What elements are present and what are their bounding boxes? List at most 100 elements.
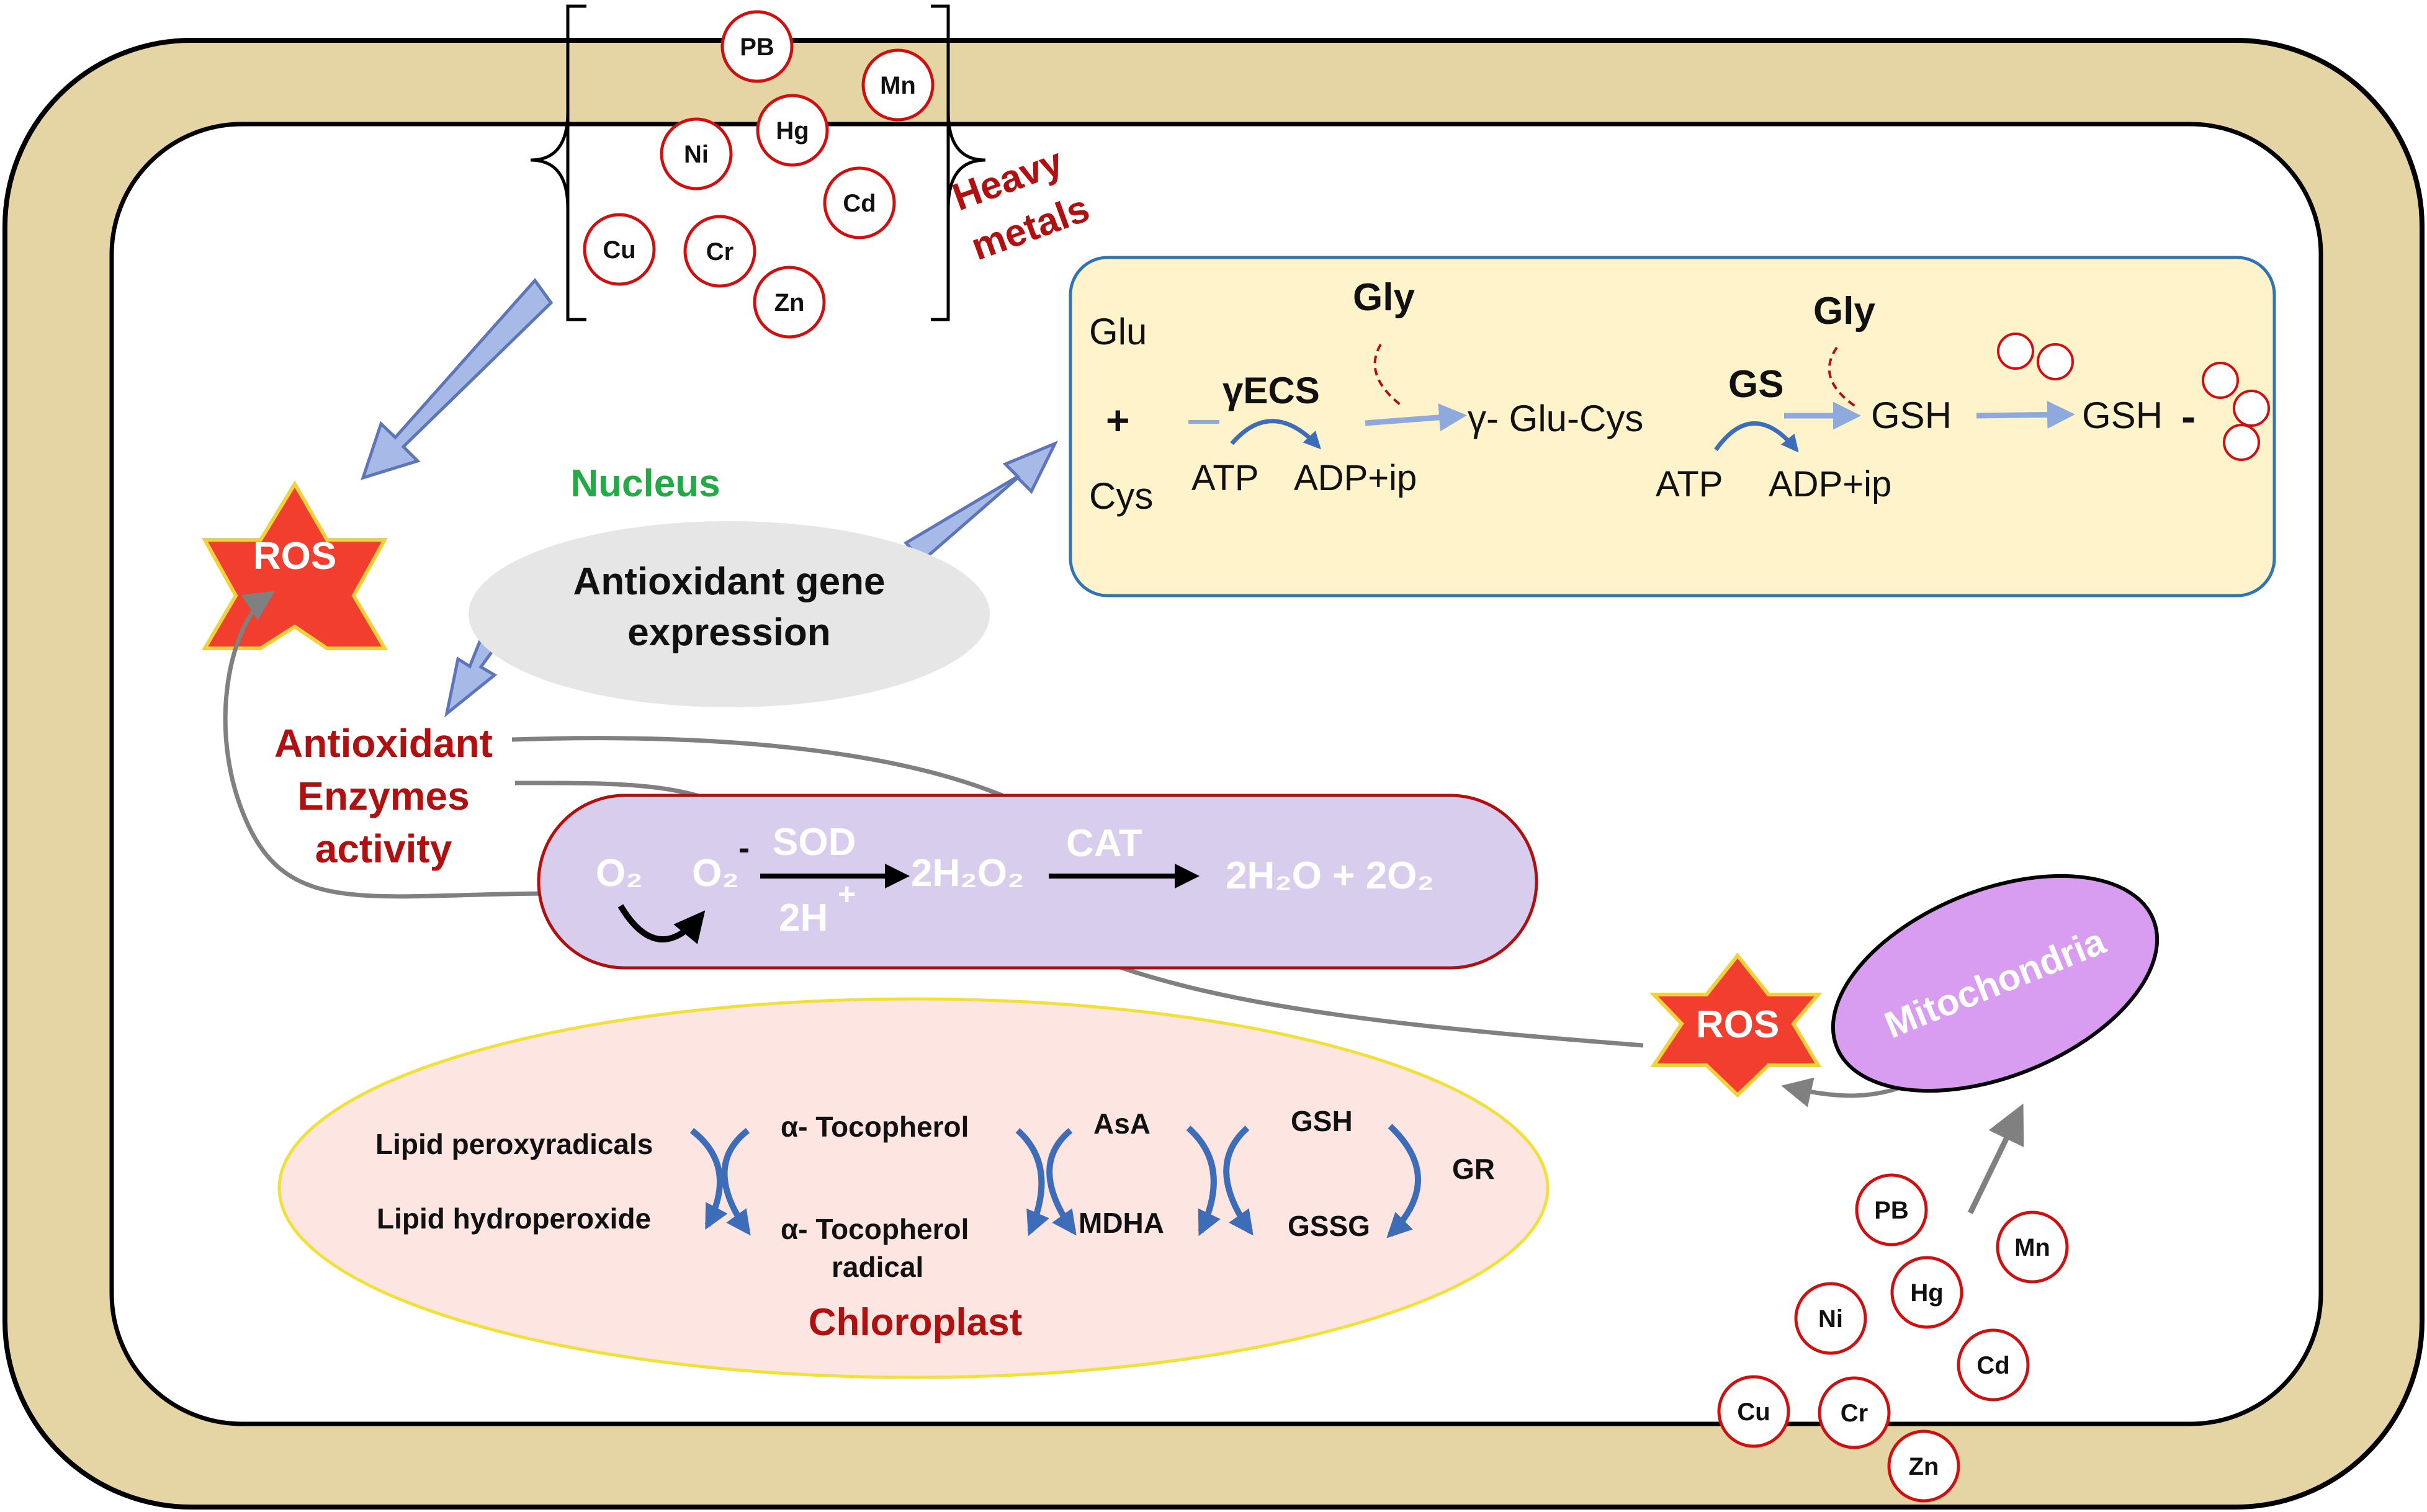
bound-metal-circle [2037, 343, 2074, 380]
adp-label-2: ADP+ip [1769, 464, 1891, 504]
h2o2-label: 2H₂O₂ [911, 852, 1025, 895]
metal-ion-label: Ni [1818, 1305, 1843, 1333]
metals-to-ros-arrow [361, 278, 554, 480]
mitochondria: Mitochondria [1831, 874, 2160, 1093]
tocopherol-label: α- Tocopherol [781, 1111, 969, 1143]
tocopherol-radical-line1: α- Tocopherol [781, 1213, 969, 1245]
metal-ion-circle [756, 94, 829, 167]
gecs-curved-arrow [1230, 419, 1321, 450]
two-h-label: 2H [779, 897, 828, 939]
top-metal-ni-ion: Ni [660, 117, 733, 190]
gr-label: GR [1452, 1153, 1495, 1185]
bottom-metal-zn-ion: Zn [1887, 1429, 1960, 1503]
lipid-peroxy-label: Lipid peroxyradicals [375, 1128, 653, 1160]
gr-reduction-arrow [1386, 1124, 1421, 1238]
bound-metal-circle [2223, 424, 2260, 461]
bound-metal-circle [2233, 390, 2270, 427]
antioxidant-enzymes-label: Antioxidant Enzymes activity [274, 721, 493, 871]
capsule-background [537, 794, 1538, 970]
metal-ion-circle [720, 10, 794, 83]
gsh-box-background [1069, 256, 2276, 597]
enzymes-line2: Enzymes [297, 774, 469, 818]
metal-ion-circle [1794, 1282, 1867, 1355]
plus-label: + [1106, 397, 1130, 443]
metal-ion-circle [861, 48, 935, 122]
o2-label: O₂ [596, 852, 643, 895]
metal-ion-circle [1855, 1173, 1928, 1246]
antioxidant-reaction-capsule: O₂ O₂ - SOD 2H + 2H₂O₂ CAT 2H₂O + 2O₂ [537, 794, 1538, 970]
cys-label: Cys [1089, 475, 1153, 517]
metal-ion-circle [1957, 1328, 2030, 1402]
chloroplast: Lipid peroxyradicals Lipid hydroperoxide… [277, 997, 1550, 1379]
gene-expression-line1: Antioxidant gene [573, 560, 886, 603]
metal-ion-circle [683, 215, 756, 288]
gsh-minus-label: GSH [2082, 395, 2163, 436]
metal-ion-label: Hg [1910, 1279, 1943, 1307]
o2-conversion-curved-arrow [617, 904, 706, 944]
bottom-metal-cr-ion: Cr [1818, 1376, 1891, 1449]
bottom-metal-ni-ion: Ni [1794, 1282, 1867, 1355]
left-curly-brace [530, 111, 570, 209]
metal-ion-circle [823, 166, 896, 239]
metal-ion-label: Zn [1909, 1453, 1939, 1480]
metal-ion-label: Mn [2014, 1234, 2050, 1261]
metal-ion-label: PB [1874, 1197, 1909, 1224]
metal-ion-label: Zn [774, 289, 805, 316]
chloroplast-body [277, 997, 1550, 1379]
right-curly-brace [946, 111, 986, 209]
glu-label: Glu [1089, 311, 1147, 352]
cycle-arrow-2b [1046, 1128, 1077, 1236]
metal-ion-label: Cr [1841, 1400, 1868, 1427]
metal-ion-label: Cu [603, 236, 635, 264]
top-metal-cr-ion: Cr [683, 215, 756, 288]
adp-label-1: ADP+ip [1294, 458, 1417, 498]
superoxide-minus: - [738, 830, 750, 867]
cycle-arrow-1b [721, 1128, 751, 1236]
gs-label: GS [1728, 363, 1784, 406]
top-metal-hg-ion: Hg [756, 94, 829, 167]
enzymes-line1: Antioxidant [274, 721, 493, 766]
atp-label-2: ATP [1656, 464, 1723, 504]
lipid-hydroperoxide-label: Lipid hydroperoxide [377, 1202, 651, 1235]
ros-bottom-label: ROS [1696, 1003, 1779, 1046]
gsh-label: GSH [1871, 395, 1952, 436]
gly-1-dashed-line [1373, 343, 1404, 408]
products-label: 2H₂O + 2O₂ [1226, 854, 1434, 897]
mdha-label: MDHA [1079, 1207, 1164, 1239]
bottom-metal-hg-ion: Hg [1890, 1256, 1963, 1329]
metal-ion-circle [660, 117, 733, 190]
metal-ion-label: Cu [1737, 1398, 1770, 1426]
cat-label: CAT [1066, 822, 1142, 865]
gsh-pathway-box: Glu + Cys γECS ATP ADP+ip Gly γ- Glu-Cys… [1069, 256, 2276, 597]
top-metal-cu-ion: Cu [583, 213, 656, 286]
metal-ion-circle [583, 213, 656, 286]
pathway-arrow-1 [1365, 403, 1467, 432]
nucleus-label: Nucleus [570, 462, 720, 505]
nucleus-to-gsh-arrow [904, 441, 1059, 564]
gly-label-1: Gly [1353, 276, 1415, 319]
metal-ion-circle [1887, 1429, 1960, 1503]
metals-to-mitochondria-arrow [1967, 1103, 2024, 1214]
gly-label-2: Gly [1813, 290, 1875, 333]
gssg-label: GSSG [1288, 1210, 1370, 1242]
right-square-bracket [931, 4, 950, 321]
ros-star-bottom: ROS [1649, 952, 1823, 1098]
bottom-metal-pb-ion: PB [1855, 1173, 1928, 1246]
cycle-arrow-3a [1186, 1125, 1221, 1237]
nucleus-body [469, 521, 990, 707]
sod-label: SOD [773, 821, 856, 864]
gs-curved-arrow [1714, 421, 1799, 453]
gsh-cycle-label: GSH [1291, 1105, 1353, 1137]
minus-sign: - [2181, 392, 2196, 441]
bottom-metal-cd-ion: Cd [1957, 1328, 2030, 1402]
metal-ion-label: Cd [843, 190, 876, 217]
top-metal-pb-ion: PB [720, 10, 794, 83]
gene-expression-line2: expression [627, 611, 830, 654]
metal-ion-label: Cd [1976, 1352, 2009, 1379]
bound-metal-circle [1997, 333, 2034, 370]
left-square-bracket [566, 4, 586, 321]
bound-metal-circle [2202, 362, 2239, 399]
